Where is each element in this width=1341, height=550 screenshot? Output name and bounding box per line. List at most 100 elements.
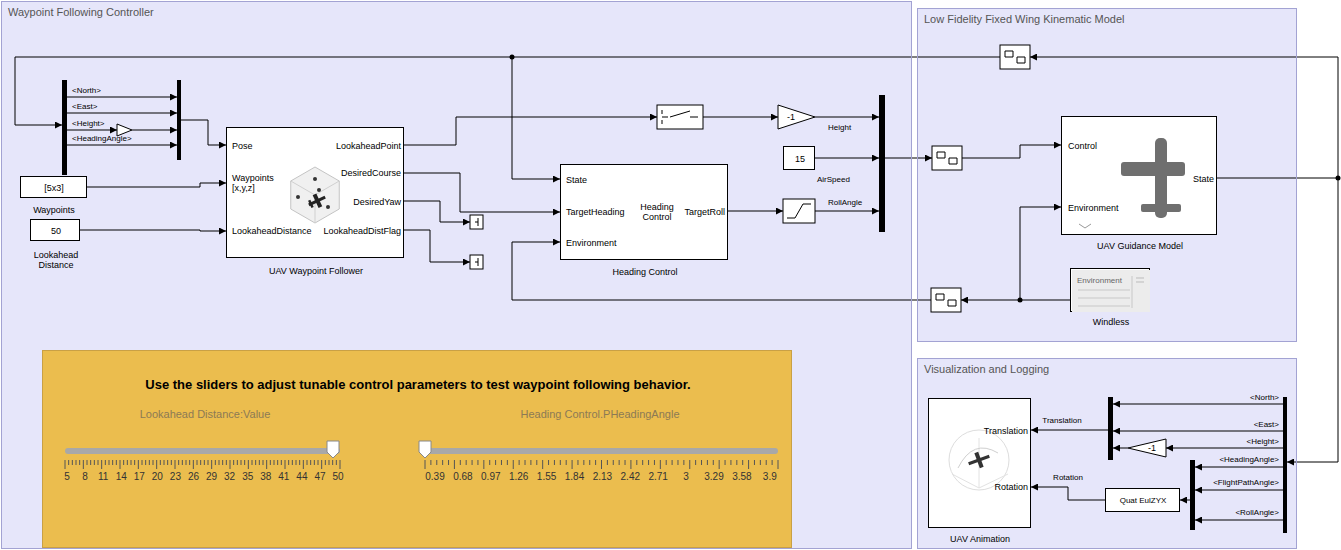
- tick-label: 35: [242, 471, 253, 483]
- tri-icon: [778, 105, 815, 129]
- slider-tick: [101, 460, 102, 469]
- slider-tick: [332, 460, 333, 465]
- tick-label: 8: [82, 471, 88, 483]
- slider-tick: [178, 460, 179, 465]
- slider-tick: [625, 460, 626, 465]
- tick-label: 3: [683, 471, 689, 483]
- slider-tick: [307, 460, 308, 465]
- slider-tick: [572, 460, 573, 469]
- slider-tick: [654, 460, 655, 465]
- slider-tick: [601, 460, 602, 469]
- slider-tick: [259, 460, 260, 465]
- signal-connector: [404, 173, 560, 212]
- block-text: Rotation: [994, 482, 1028, 492]
- slider-tick: [156, 460, 157, 469]
- area-panel: Low Fidelity Fixed Wing Kinematic ModelC…: [917, 8, 1297, 342]
- slider-tick: [683, 460, 684, 465]
- slider-tick: [636, 460, 637, 465]
- slider-tick: [98, 460, 99, 465]
- area-panel: Waypoint Following Controller[5x3]Waypoi…: [1, 1, 912, 549]
- slider-tick: [182, 460, 183, 465]
- tick-label: 5: [64, 471, 70, 483]
- annotation-panel: Use the sliders to adjust tunable contro…: [42, 350, 792, 548]
- slider-tick: [607, 460, 608, 465]
- slider-tick: [754, 460, 755, 465]
- slider-tick: [340, 460, 341, 469]
- slider-tick: [94, 460, 95, 465]
- slider-tick: [766, 460, 767, 465]
- slider-tick: [186, 460, 187, 465]
- slider-tick: [336, 460, 337, 465]
- slider-tick: [772, 460, 773, 465]
- signal-label: <FlightPathAngle>: [1213, 478, 1279, 487]
- signal-label: AirSpeed: [817, 175, 850, 184]
- anim-icon: [928, 398, 1031, 528]
- tick-label: 2.13: [593, 471, 612, 483]
- tick-label: 44: [296, 471, 307, 483]
- slider-tick: [76, 460, 77, 465]
- slider-tick: [164, 460, 165, 465]
- signal-connector: [87, 183, 226, 187]
- slider-tick: [116, 460, 117, 465]
- slider-tick: [707, 460, 708, 465]
- block-text: Control: [1068, 141, 1097, 151]
- signal-label: Translation: [1042, 416, 1081, 425]
- slider-tick: [321, 460, 322, 469]
- block-text: LookaheadDistance: [232, 226, 312, 236]
- block-text: Quat EulZYX: [1120, 496, 1167, 505]
- slider-tick: [760, 460, 761, 465]
- tick-label: 17: [134, 471, 145, 483]
- signal-label: Rotation: [1052, 473, 1084, 482]
- slider-tick: [536, 460, 537, 465]
- slider-tick: [648, 460, 649, 465]
- slider-tick: [519, 460, 520, 465]
- constant-block: [5x3]Waypoints: [20, 176, 87, 198]
- block-text: 50: [51, 226, 61, 236]
- block-text: Environment: [566, 238, 617, 248]
- block-text: -1: [1148, 443, 1156, 453]
- slider-tick: [160, 460, 161, 465]
- signal-label: <HeadingAngle>: [72, 134, 132, 143]
- slider-tick: [105, 460, 106, 465]
- slider-tick: [266, 460, 267, 469]
- tick-label: 38: [260, 471, 271, 483]
- slider-tick: [175, 460, 176, 469]
- tick-label: 3.9: [763, 471, 777, 483]
- slider-tick: [204, 460, 205, 465]
- block-text: LookaheadPoint: [336, 141, 401, 151]
- slider-tick: [672, 460, 673, 465]
- signal-label: Height: [828, 123, 851, 132]
- slider-tick: [281, 460, 282, 465]
- signal-label: <East>: [1254, 420, 1279, 429]
- slider-tick: [149, 460, 150, 465]
- slider-tick: [127, 460, 128, 465]
- slider-tick: [211, 460, 212, 469]
- block-text: 15: [795, 154, 805, 164]
- panel-fill: [1, 1, 912, 549]
- slider-tick: [292, 460, 293, 465]
- gain-block: -1: [1128, 439, 1166, 457]
- slider-tick: [274, 460, 275, 465]
- tick-label: 47: [314, 471, 325, 483]
- slider-tick: [112, 460, 113, 465]
- slider-tick: [719, 460, 720, 469]
- slider-tick: [83, 460, 84, 469]
- slider-tick: [325, 460, 326, 465]
- slider-tick: [255, 460, 256, 465]
- constant-block: 15: [783, 146, 815, 170]
- wind-icon: [1070, 268, 1150, 312]
- tick-label: 23: [170, 471, 181, 483]
- block-text: Heading Control: [612, 267, 677, 277]
- block-text: Windless: [1093, 317, 1130, 327]
- slider-tick: [222, 460, 223, 465]
- bus-bars: [62, 55, 1341, 534]
- slider-tick: [436, 460, 437, 465]
- block-text: UAV Waypoint Follower: [269, 266, 363, 276]
- slider-tick: [193, 460, 194, 469]
- slider-tick: [642, 460, 643, 465]
- slider-tick: [742, 460, 743, 465]
- signal-label: <HeadingAngle>: [1219, 455, 1279, 464]
- tick-label: 3.29: [704, 471, 723, 483]
- tick-label: 0.97: [481, 471, 500, 483]
- slider-tick: [241, 460, 242, 465]
